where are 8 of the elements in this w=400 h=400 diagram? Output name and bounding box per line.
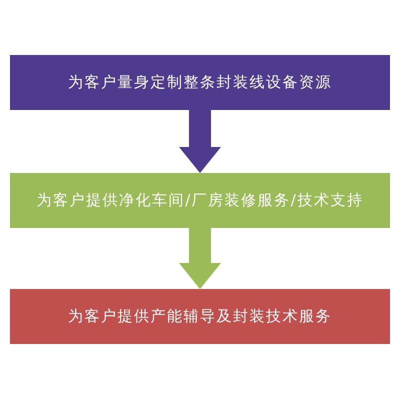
process-box (10, 173, 390, 228)
process-box (10, 289, 390, 344)
process-box (10, 55, 390, 110)
box-label: 为客户提供净化车间/厂房装修服务/技术支持 (36, 191, 364, 210)
block-arrow (179, 228, 221, 289)
block-arrow (179, 110, 221, 173)
box-label: 为客户量身定制整条封装线设备资源 (68, 73, 332, 92)
box-label: 为客户提供产能辅导及封装技术服务 (68, 307, 332, 326)
